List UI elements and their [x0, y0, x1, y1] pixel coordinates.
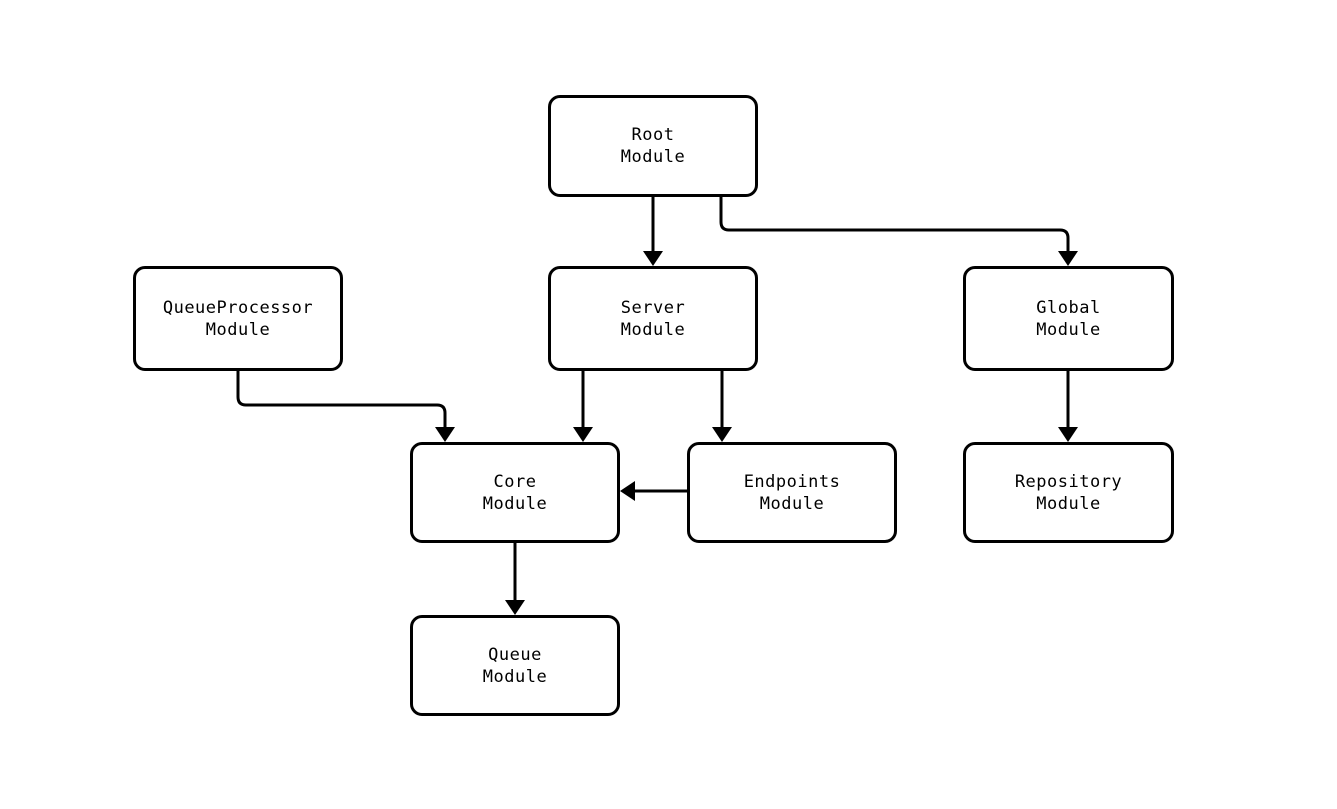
node-label-secondary: Module: [205, 319, 271, 340]
node-label-secondary: Module: [1036, 319, 1101, 340]
arrowhead-icon: [620, 481, 635, 501]
edge-core-to-queue: [505, 543, 525, 615]
arrowhead-icon: [1058, 251, 1078, 266]
node-label-secondary: Module: [482, 666, 548, 687]
node-label-secondary: Module: [482, 493, 548, 514]
node-label-primary: Global: [1036, 297, 1101, 318]
node-label-primary: Root: [631, 125, 675, 145]
node-label-primary: Core: [493, 471, 537, 492]
arrowhead-icon: [435, 427, 455, 442]
node-label-primary: Endpoints: [743, 471, 841, 492]
arrowhead-icon: [505, 600, 525, 615]
edge-queueprocessor-to-core: [236, 371, 455, 442]
edge-endpoints-to-core: [620, 481, 687, 501]
edge-server-to-endpoints: [712, 371, 732, 442]
node-label-primary: QueueProcessor: [162, 297, 314, 318]
edge-server-to-core: [573, 371, 593, 442]
edge-line: [719, 197, 1070, 255]
node-label-secondary: Module: [1036, 493, 1101, 514]
edge-line: [236, 371, 447, 431]
node-label-secondary: Module: [620, 319, 686, 340]
node-label-secondary: Module: [620, 147, 686, 167]
node-label-secondary: Module: [759, 493, 825, 514]
node-label-primary: Server: [620, 297, 686, 318]
arrowhead-icon: [643, 251, 663, 266]
node-label-primary: Repository: [1014, 471, 1123, 492]
arrowhead-icon: [1058, 427, 1078, 442]
edge-global-to-repository: [1058, 371, 1078, 442]
edge-root-to-server: [643, 197, 663, 266]
node-label-primary: Queue: [488, 644, 542, 665]
arrowhead-icon: [573, 427, 593, 442]
arrowhead-icon: [712, 427, 732, 442]
edge-root-to-global: [719, 197, 1078, 266]
